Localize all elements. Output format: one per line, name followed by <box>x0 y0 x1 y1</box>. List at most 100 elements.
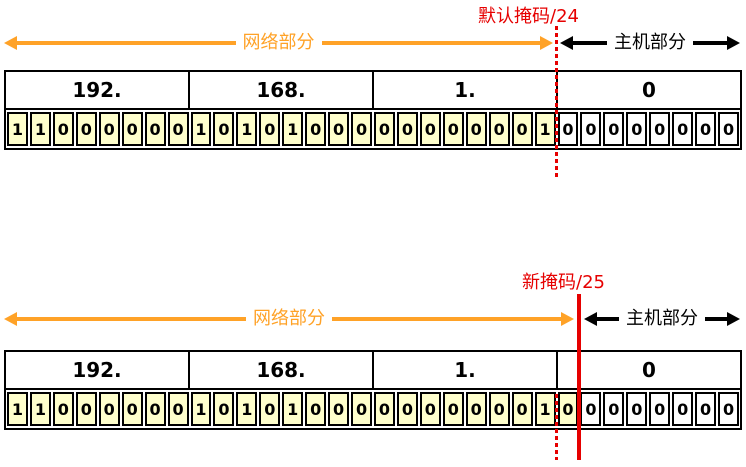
bit-cell: 0 <box>511 112 533 146</box>
arrow-shaft <box>693 41 727 45</box>
bit-cell: 0 <box>374 392 395 426</box>
bit-cell: 0 <box>121 392 143 426</box>
arrowhead-left-icon <box>4 36 17 50</box>
bit-cell: 1 <box>29 112 51 146</box>
bit-cell: 0 <box>328 112 350 146</box>
host-portion-label: 主机部分 <box>614 32 686 53</box>
bit-cell: 0 <box>649 112 671 146</box>
bit-cell: 1 <box>282 392 304 426</box>
network-portion-arrow: 网络部分 <box>4 34 553 52</box>
bit-cell: 0 <box>488 112 510 146</box>
bit-cell: 1 <box>7 392 28 426</box>
bit-cell: 0 <box>465 392 487 426</box>
bit-cell: 0 <box>52 392 74 426</box>
network-portion-label: 网络部分 <box>253 308 325 329</box>
bit-cell: 0 <box>511 392 533 426</box>
octet-label: 168. <box>190 352 374 388</box>
bit-cell: 0 <box>75 392 97 426</box>
bit-cell: 0 <box>580 112 602 146</box>
octet-label: 1. <box>374 72 558 108</box>
mask-label: 默认掩码/24 <box>478 6 579 27</box>
mask-label: 新掩码/25 <box>522 272 605 293</box>
bit-cell: 0 <box>442 112 464 146</box>
bit-cell: 0 <box>557 392 579 426</box>
bit-cell: 0 <box>626 112 648 146</box>
bit-cell: 0 <box>695 112 717 146</box>
bit-cell: 1 <box>190 112 212 146</box>
bit-cell: 0 <box>98 112 120 146</box>
octet-label: 192. <box>6 352 190 388</box>
bit-cell: 0 <box>603 112 625 146</box>
bit-cell: 0 <box>167 112 189 146</box>
host-portion-arrow: 主机部分 <box>584 310 740 328</box>
bit-cell: 1 <box>190 392 212 426</box>
bit-cell: 0 <box>718 392 739 426</box>
network-portion-arrow: 网络部分 <box>4 310 574 328</box>
octet-row: 192.168.1. 0 <box>6 72 740 110</box>
arrowhead-right-icon <box>727 312 740 326</box>
arrowhead-left-icon <box>560 36 573 50</box>
bit-cell: 0 <box>213 392 235 426</box>
bit-cell: 0 <box>305 112 327 146</box>
arrow-shaft <box>597 317 619 321</box>
network-portion-label: 网络部分 <box>242 32 315 53</box>
arrowhead-right-icon <box>561 312 574 326</box>
octet-label: 0 <box>642 358 656 382</box>
bit-cell: 0 <box>695 392 717 426</box>
bit-cell: 0 <box>213 112 235 146</box>
bit-cell: 1 <box>236 112 258 146</box>
bit-cell: 1 <box>236 392 258 426</box>
bit-cell: 0 <box>305 392 327 426</box>
mask-25-boundary-line <box>577 294 581 460</box>
bit-cell: 1 <box>29 392 51 426</box>
bit-cell: 0 <box>419 392 441 426</box>
arrow-shaft <box>17 317 246 321</box>
bit-cell: 0 <box>328 392 350 426</box>
bit-cell: 0 <box>259 112 281 146</box>
bit-cell: 0 <box>351 112 372 146</box>
bit-cell: 0 <box>419 112 441 146</box>
arrow-shaft <box>705 317 727 321</box>
bit-cell: 0 <box>672 112 694 146</box>
arrowhead-left-icon <box>4 312 17 326</box>
octet-label: 0 <box>642 78 656 102</box>
octet-label: 1. <box>374 352 558 388</box>
arrow-shaft <box>332 317 561 321</box>
arrowhead-right-icon <box>727 36 740 50</box>
arrow-shaft <box>321 41 540 45</box>
bit-cell: 0 <box>121 112 143 146</box>
bit-cell: 0 <box>259 392 281 426</box>
bit-cell: 1 <box>282 112 304 146</box>
bit-cell: 0 <box>144 112 166 146</box>
bit-cell: 0 <box>580 392 602 426</box>
bit-cell: 0 <box>167 392 189 426</box>
bit-cell: 1 <box>534 112 556 146</box>
bit-cell: 0 <box>144 392 166 426</box>
bit-cell: 0 <box>442 392 464 426</box>
host-portion-label: 主机部分 <box>626 308 698 329</box>
bit-cell: 0 <box>465 112 487 146</box>
arrowhead-right-icon <box>540 36 553 50</box>
bit-cell: 0 <box>396 112 418 146</box>
bit-cell: 0 <box>75 112 97 146</box>
arrowhead-left-icon <box>584 312 597 326</box>
arrow-shaft <box>17 41 236 45</box>
mask-24-boundary-line <box>555 26 558 178</box>
host-portion-arrow: 主机部分 <box>560 34 740 52</box>
bit-cell: 1 <box>534 392 556 426</box>
octet-label: 168. <box>190 72 374 108</box>
bit-cell: 0 <box>557 112 579 146</box>
bit-cell: 0 <box>351 392 372 426</box>
bit-cell: 0 <box>672 392 694 426</box>
bit-cell: 1 <box>7 112 28 146</box>
bit-cell: 0 <box>718 112 739 146</box>
octet-label: 192. <box>6 72 190 108</box>
bit-cell: 0 <box>98 392 120 426</box>
